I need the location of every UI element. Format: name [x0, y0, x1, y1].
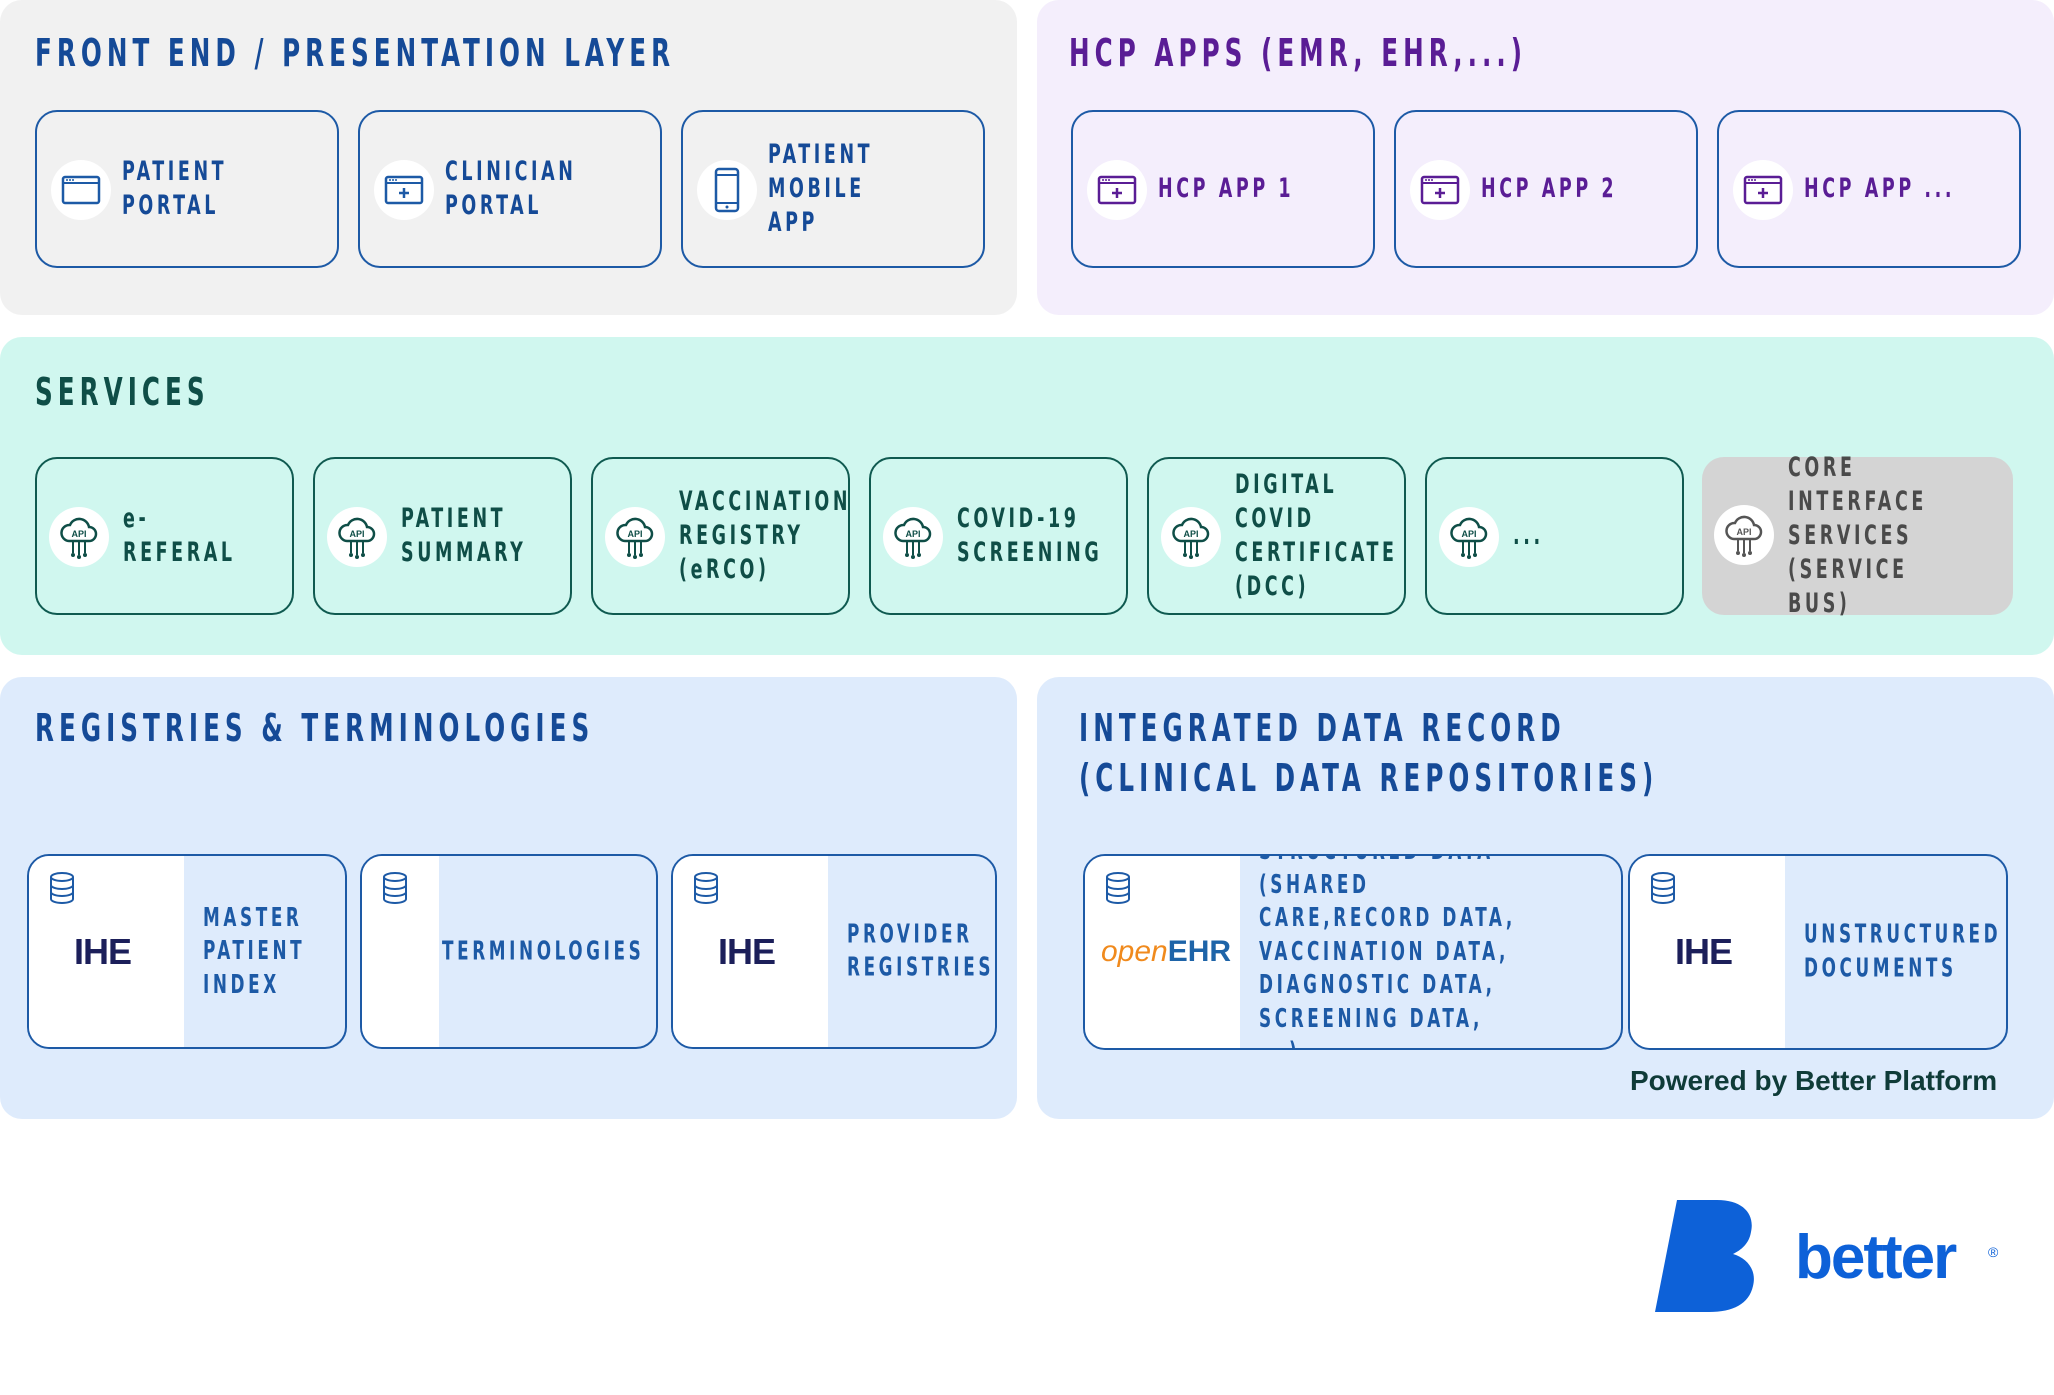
patient-portal-card[interactable]: PATIENT PORTAL — [35, 110, 339, 268]
browser-plus-icon — [374, 160, 434, 220]
card-label: STRUCTURED DATA (SHARED CARE,RECORD DATA… — [1259, 856, 1516, 1048]
svg-text:API: API — [627, 529, 642, 539]
service-card-covid-screening[interactable]: API COVID-19 SCREENING — [869, 457, 1128, 615]
card-label: HCP APP ... — [1804, 173, 1956, 204]
browser-plus-icon — [1087, 160, 1147, 220]
service-card-digital-covid-certificate[interactable]: API DIGITAL COVID CERTIFICATE (DCC) — [1147, 457, 1406, 615]
database-icon — [49, 872, 75, 909]
card-label: TERMINOLOGIES — [442, 935, 645, 966]
powered-by-text: Powered by Better Platform — [1630, 1065, 1998, 1096]
service-card-vaccination-registry[interactable]: API VACCINATION REGISTRY (eRCO) — [591, 457, 850, 615]
card-label: VACCINATION REGISTRY (eRCO) — [679, 486, 852, 585]
front-end-title: FRONT END / PRESENTATION LAYER — [35, 31, 676, 75]
hcp-app-1-card[interactable]: HCP APP 1 — [1071, 110, 1375, 268]
patient-mobile-app-card[interactable]: PATIENT MOBILE APP — [681, 110, 985, 268]
registered-mark: ® — [1988, 1244, 1999, 1260]
card-label: COVID-19 SCREENING — [957, 503, 1103, 568]
service-card-patient-summary[interactable]: API PATIENT SUMMARY — [313, 457, 572, 615]
browser-window-icon — [51, 160, 111, 220]
master-patient-index-card[interactable]: IHE MASTER PATIENT INDEX — [27, 854, 347, 1049]
services-panel: SERVICES API e-REFERAL API PATIENT SUMMA… — [0, 337, 2054, 655]
card-label: PATIENT SUMMARY — [401, 503, 527, 568]
integrated-data-record-panel: INTEGRATED DATA RECORD (CLINICAL DATA RE… — [1037, 677, 2054, 1119]
api-cloud-icon: API — [327, 507, 387, 567]
svg-text:API: API — [905, 529, 920, 539]
integrated-title: INTEGRATED DATA RECORD (CLINICAL DATA RE… — [1079, 703, 1658, 803]
card-label: HCP APP 2 — [1481, 173, 1618, 204]
card-label: DIGITAL COVID CERTIFICATE (DCC) — [1235, 469, 1398, 602]
browser-plus-icon — [1410, 160, 1470, 220]
card-label: PROVIDER REGISTRIES — [847, 919, 995, 983]
svg-text:API: API — [1736, 527, 1751, 537]
api-cloud-icon: API — [1161, 507, 1221, 567]
openehr-logo: openEHR — [1101, 935, 1232, 968]
svg-text:API: API — [349, 529, 364, 539]
card-label: ... — [1513, 520, 1544, 551]
api-cloud-icon: API — [49, 507, 109, 567]
database-icon — [1105, 872, 1131, 909]
hcp-apps-title: HCP APPS (EMR, EHR,...) — [1069, 31, 1528, 75]
hcp-app-2-card[interactable]: HCP APP 2 — [1394, 110, 1698, 268]
ihe-logo: IHE — [1675, 931, 1733, 972]
service-card-core-interface[interactable]: API CORE INTERFACE SERVICES (SERVICE BUS… — [1702, 452, 2013, 619]
browser-plus-icon — [1733, 160, 1793, 220]
card-label: PATIENT PORTAL — [122, 156, 228, 221]
integrated-title-line2: (CLINICAL DATA REPOSITORIES) — [1079, 756, 1659, 800]
card-label: MASTER PATIENT INDEX — [203, 902, 306, 1000]
svg-text:API: API — [71, 529, 86, 539]
card-label: CORE INTERFACE SERVICES (SERVICE BUS) — [1788, 452, 1927, 619]
card-label: UNSTRUCTURED DOCUMENTS — [1804, 919, 2002, 984]
database-icon — [1650, 872, 1676, 909]
structured-data-card[interactable]: openEHR STRUCTURED DATA (SHARED CARE,REC… — [1083, 854, 1623, 1050]
api-cloud-icon: API — [1439, 507, 1499, 567]
mobile-phone-icon — [697, 160, 757, 220]
api-cloud-icon: API — [605, 507, 665, 567]
ihe-logo: IHE — [74, 930, 132, 972]
integrated-title-line1: INTEGRATED DATA RECORD — [1079, 706, 1566, 750]
service-card-more[interactable]: API ... — [1425, 457, 1684, 615]
card-label: e-REFERAL — [123, 503, 236, 568]
better-logo-mark — [1655, 1200, 1760, 1317]
service-card-e-referal[interactable]: API e-REFERAL — [35, 457, 294, 615]
services-title: SERVICES — [35, 370, 210, 414]
database-icon — [382, 872, 408, 909]
card-label: HCP APP 1 — [1158, 173, 1295, 204]
provider-registries-card[interactable]: IHE PROVIDER REGISTRIES — [671, 854, 997, 1049]
card-label: PATIENT MOBILE APP — [768, 139, 874, 238]
ihe-logo: IHE — [718, 930, 776, 972]
registries-panel: REGISTRIES & TERMINOLOGIES IHE MASTER PA… — [0, 677, 1017, 1119]
unstructured-documents-card[interactable]: IHE UNSTRUCTURED DOCUMENTS — [1628, 854, 2008, 1050]
clinician-portal-card[interactable]: CLINICIAN PORTAL — [358, 110, 662, 268]
database-icon — [693, 872, 719, 909]
hcp-app-more-card[interactable]: HCP APP ... — [1717, 110, 2021, 268]
front-end-panel: FRONT END / PRESENTATION LAYER PATIENT P… — [0, 0, 1017, 315]
svg-text:API: API — [1461, 529, 1476, 539]
terminologies-card[interactable]: TERMINOLOGIES — [360, 854, 658, 1049]
registries-title: REGISTRIES & TERMINOLOGIES — [35, 706, 595, 750]
svg-text:API: API — [1183, 529, 1198, 539]
api-cloud-icon: API — [1714, 505, 1774, 565]
card-label: CLINICIAN PORTAL — [445, 156, 577, 221]
hcp-apps-panel: HCP APPS (EMR, EHR,...) HCP APP 1 HCP AP… — [1037, 0, 2054, 315]
api-cloud-icon: API — [883, 507, 943, 567]
better-wordmark: better — [1795, 1223, 1957, 1292]
